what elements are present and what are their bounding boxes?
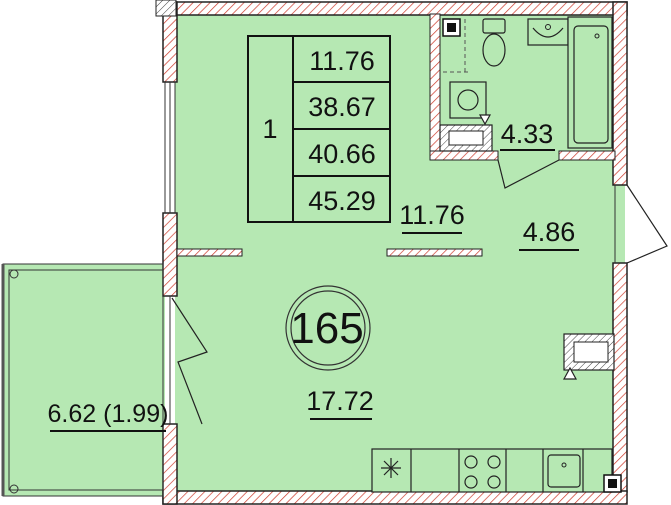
balcony-door xyxy=(169,296,208,425)
bath-wall-bottom-right xyxy=(558,150,616,161)
balcony-area-label: 6.62 (1.99) xyxy=(48,400,169,428)
info-table xyxy=(247,35,391,223)
window-left xyxy=(164,82,176,213)
apartment-badge xyxy=(285,285,371,371)
stove-icon xyxy=(464,455,501,489)
kitchen-area-label: 11.76 xyxy=(399,200,465,230)
bath-wall-bottom-left xyxy=(429,150,499,161)
room-count: 1 xyxy=(262,114,277,144)
balcony-outline xyxy=(1,263,164,497)
bathroom-area-label: 4.33 xyxy=(501,119,554,149)
partition-left xyxy=(176,248,243,257)
wall-right-upper xyxy=(612,1,628,186)
wall-left-bottom xyxy=(162,423,178,505)
riser-icon xyxy=(442,18,461,37)
area-value-2: 38.67 xyxy=(308,92,376,122)
area-value-4: 45.29 xyxy=(308,186,376,216)
toilet-icon xyxy=(482,18,506,67)
entrance-door xyxy=(614,184,668,264)
bathroom-door xyxy=(497,159,560,189)
wall-left-mid xyxy=(162,212,178,297)
sink-icon xyxy=(527,18,569,46)
balcony-floor xyxy=(3,264,165,496)
wall-right-lower xyxy=(612,262,628,493)
sink-icon xyxy=(547,454,581,488)
partition-mid xyxy=(386,248,483,257)
wall-bottom xyxy=(162,490,628,505)
wall-column xyxy=(155,0,177,17)
wall-top xyxy=(174,1,628,16)
bath-wall-left xyxy=(429,13,441,161)
fan-icon xyxy=(381,458,401,478)
area-value-1: 11.76 xyxy=(309,46,375,76)
living-area-label: 17.72 xyxy=(306,386,374,416)
radiator-icon xyxy=(439,114,493,152)
bathtub-icon xyxy=(567,16,613,149)
area-value-3: 40.66 xyxy=(308,139,376,169)
washing-machine-icon xyxy=(449,81,487,119)
radiator-icon xyxy=(562,333,615,380)
apartment-number: 165 xyxy=(290,304,363,353)
riser-icon xyxy=(603,474,622,493)
hall-area-label: 4.86 xyxy=(523,217,576,247)
